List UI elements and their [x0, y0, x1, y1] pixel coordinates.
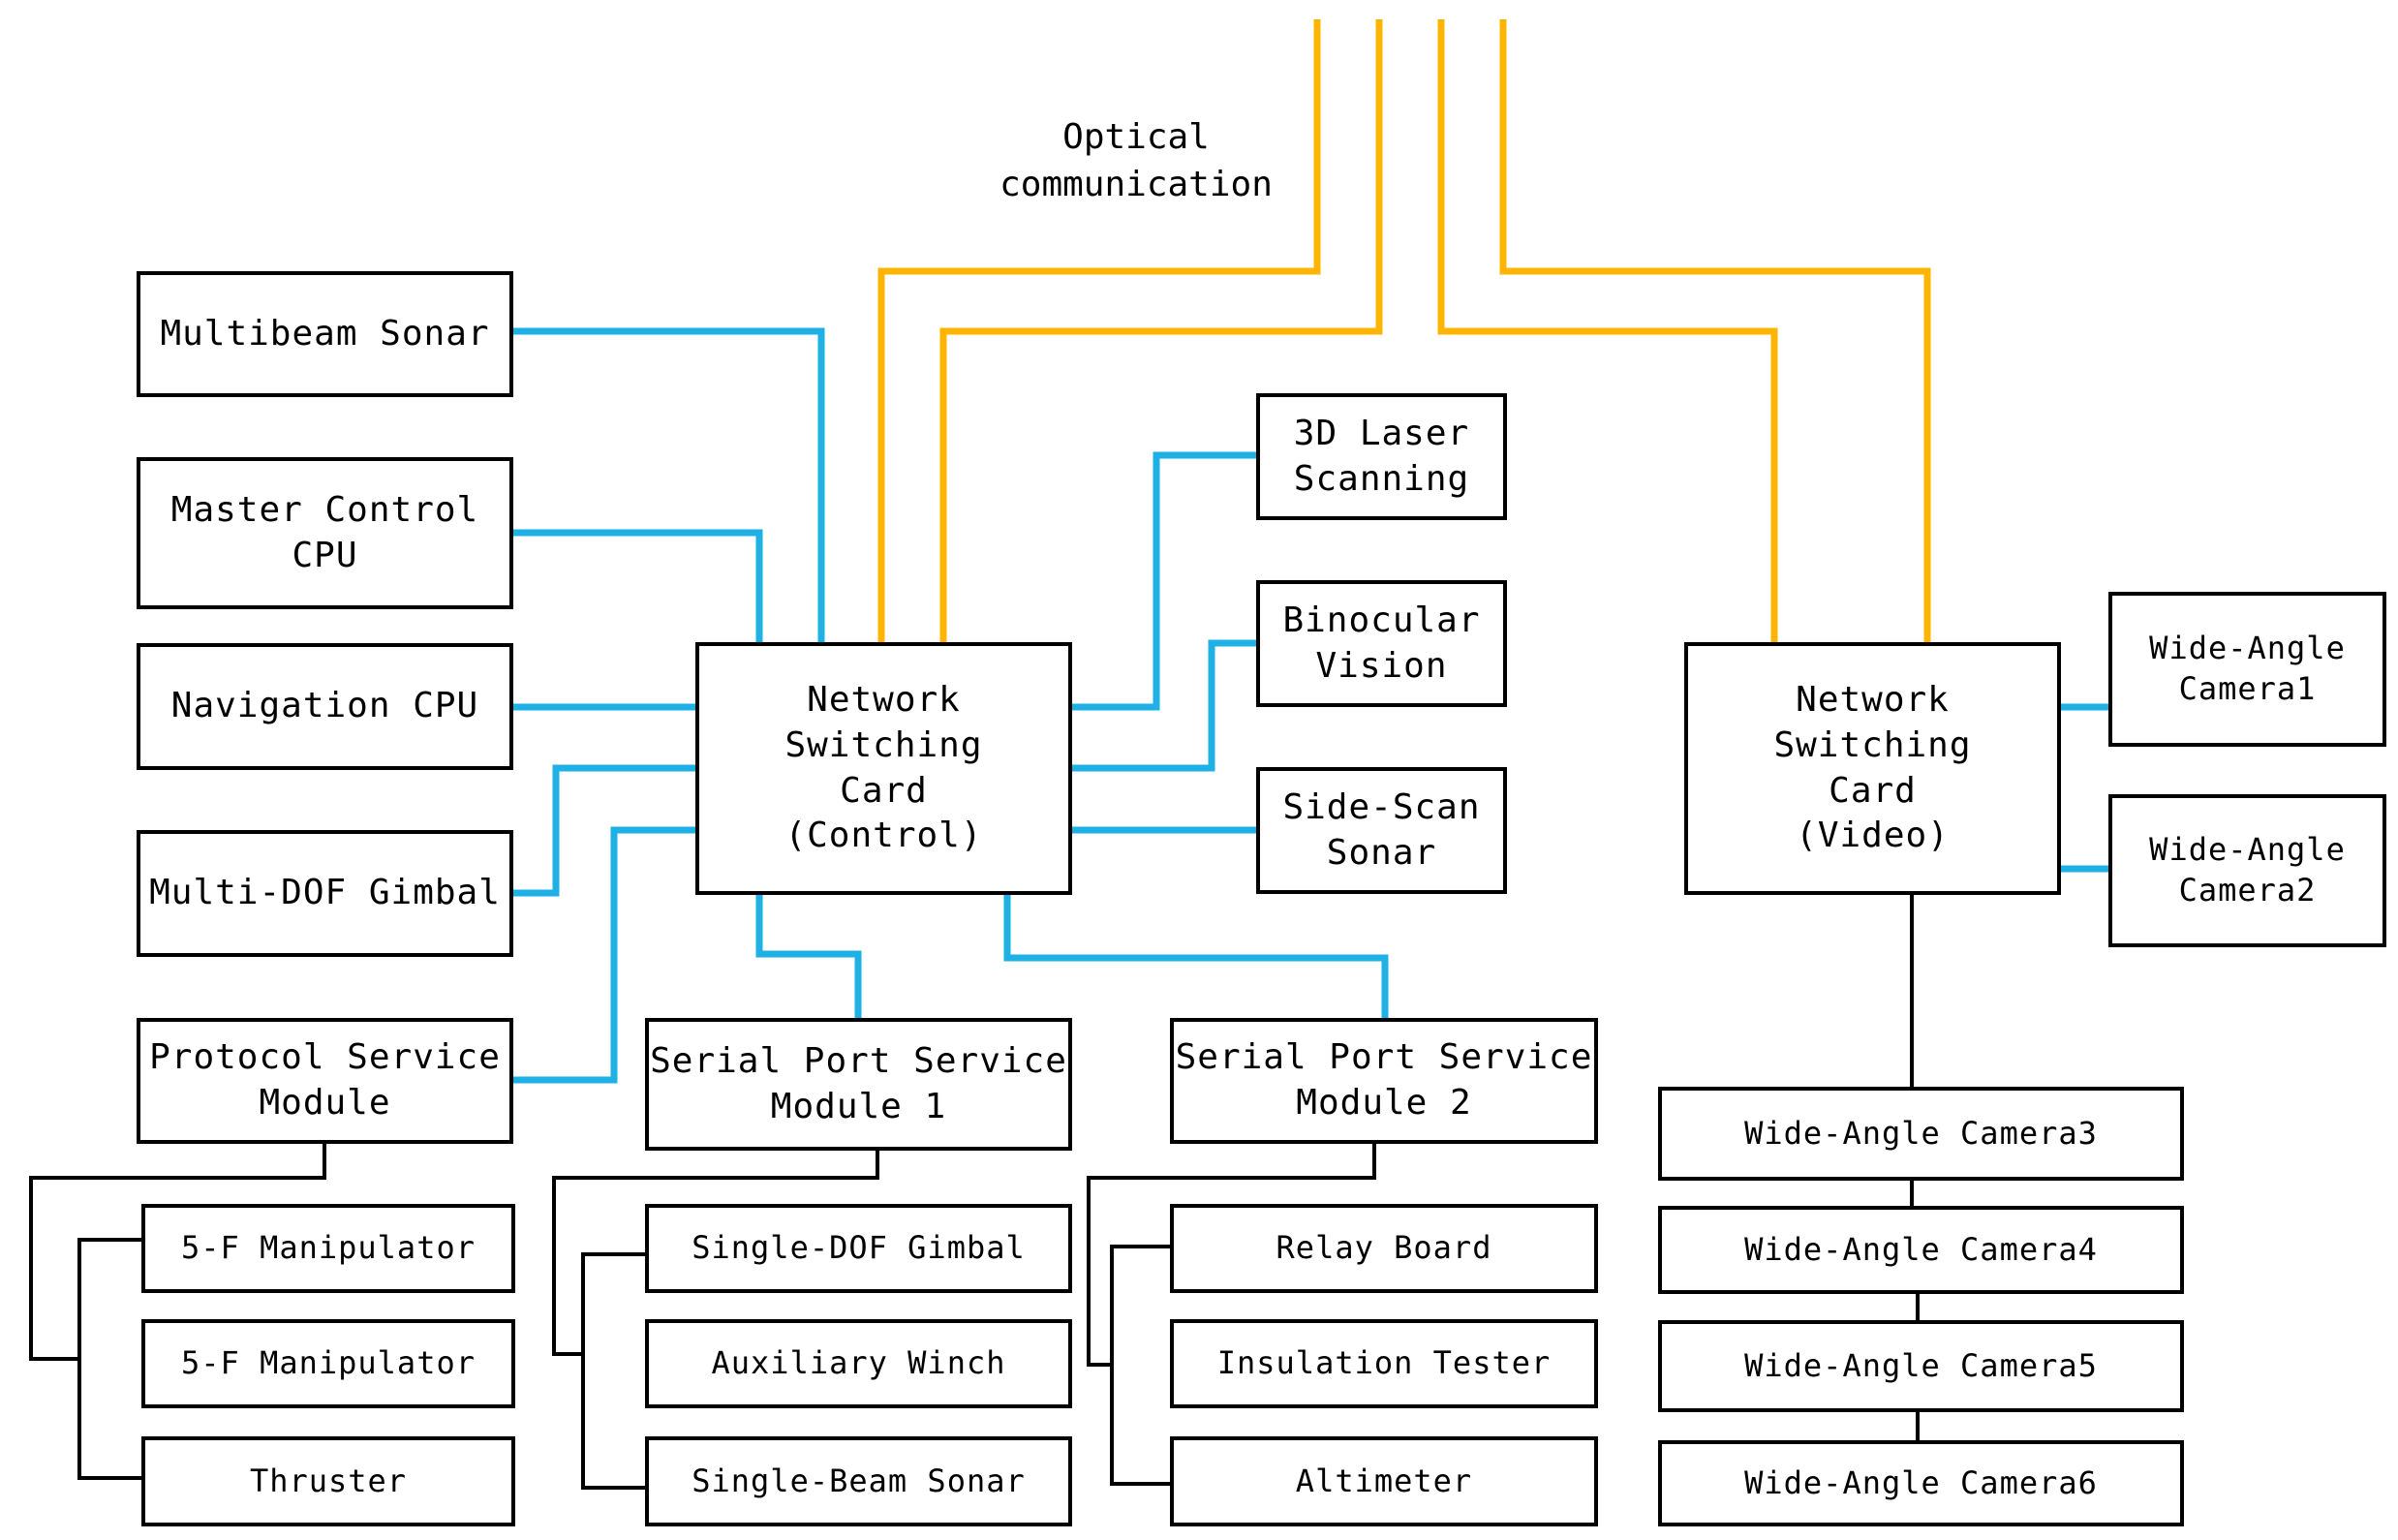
master-control-cpu-box[interactable]: Master Control CPU — [137, 457, 513, 609]
link-multi-dof-gimbal — [511, 764, 695, 897]
camera3-box[interactable]: Wide-Angle Camera3 — [1658, 1087, 2184, 1181]
relay-board-box[interactable]: Relay Board — [1170, 1204, 1598, 1293]
network-switch-control-label: Network Switching Card (Control) — [784, 679, 983, 856]
navigation-cpu-box[interactable]: Navigation CPU — [137, 643, 513, 770]
bus-serial-module-1-sonar — [581, 1354, 647, 1490]
altimeter-label: Altimeter — [1295, 1462, 1473, 1499]
bus-protocol-module — [29, 1142, 326, 1361]
link-serial-module-1 — [755, 893, 862, 1018]
multibeam-sonar-label: Multibeam Sonar — [160, 313, 490, 354]
camera4-box[interactable]: Wide-Angle Camera4 — [1658, 1206, 2184, 1294]
optical-link-video-a — [1437, 19, 1778, 642]
network-switch-video-box[interactable]: Network Switching Card (Video) — [1684, 642, 2061, 895]
camera3-label: Wide-Angle Camera3 — [1744, 1114, 2098, 1152]
thruster-box[interactable]: Thruster — [141, 1436, 515, 1526]
network-switch-video-label: Network Switching Card (Video) — [1773, 679, 1972, 856]
binocular-vision-label: Binocular Vision — [1282, 600, 1481, 686]
protocol-service-module-box[interactable]: Protocol Service Module — [137, 1018, 513, 1144]
single-dof-gimbal-label: Single-DOF Gimbal — [692, 1229, 1026, 1267]
auxiliary-winch-label: Auxiliary Winch — [711, 1344, 1006, 1382]
serial-module-1-box[interactable]: Serial Port Service Module 1 — [645, 1018, 1072, 1151]
laser-scanning-label: 3D Laser Scanning — [1293, 413, 1470, 499]
relay-board-label: Relay Board — [1276, 1229, 1492, 1267]
serial-module-2-label: Serial Port Service Module 2 — [1175, 1037, 1593, 1123]
network-switch-control-box[interactable]: Network Switching Card (Control) — [695, 642, 1072, 895]
camera4-label: Wide-Angle Camera4 — [1744, 1230, 2098, 1268]
insulation-tester-box[interactable]: Insulation Tester — [1170, 1319, 1598, 1408]
bus-serial-module-2 — [1087, 1142, 1376, 1367]
serial-module-2-box[interactable]: Serial Port Service Module 2 — [1170, 1018, 1598, 1144]
manipulator-a-box[interactable]: 5-F Manipulator — [141, 1204, 515, 1293]
optical-link-control-a — [877, 19, 1321, 642]
laser-scanning-box[interactable]: 3D Laser Scanning — [1256, 393, 1507, 520]
optical-communication-caption: Optical communication — [999, 117, 1273, 204]
camera2-box[interactable]: Wide-Angle Camera2 — [2108, 794, 2386, 947]
side-scan-sonar-label: Side-Scan Sonar — [1282, 786, 1481, 873]
optical-link-control-b — [939, 19, 1383, 642]
serial-module-1-label: Serial Port Service Module 1 — [650, 1040, 1067, 1126]
camera1-box[interactable]: Wide-Angle Camera1 — [2108, 592, 2386, 747]
altimeter-box[interactable]: Altimeter — [1170, 1436, 1598, 1526]
master-control-cpu-label: Master Control CPU — [170, 489, 479, 575]
link-binocular-vision — [1070, 639, 1256, 772]
single-beam-sonar-label: Single-Beam Sonar — [692, 1462, 1026, 1499]
optical-link-video-b — [1499, 19, 1931, 642]
camera5-box[interactable]: Wide-Angle Camera5 — [1658, 1320, 2184, 1412]
side-scan-sonar-box[interactable]: Side-Scan Sonar — [1256, 767, 1507, 894]
single-beam-sonar-box[interactable]: Single-Beam Sonar — [645, 1436, 1072, 1526]
auxiliary-winch-box[interactable]: Auxiliary Winch — [645, 1319, 1072, 1408]
thruster-label: Thruster — [249, 1462, 408, 1499]
camera6-label: Wide-Angle Camera6 — [1744, 1463, 2098, 1501]
camera6-box[interactable]: Wide-Angle Camera6 — [1658, 1440, 2184, 1526]
camera1-label: Wide-Angle Camera1 — [2149, 630, 2346, 707]
multibeam-sonar-box[interactable]: Multibeam Sonar — [137, 271, 513, 397]
link-protocol-service — [511, 826, 695, 1084]
single-dof-gimbal-box[interactable]: Single-DOF Gimbal — [645, 1204, 1072, 1293]
link-multibeam-sonar — [511, 327, 825, 642]
manipulator-b-box[interactable]: 5-F Manipulator — [141, 1319, 515, 1408]
insulation-tester-label: Insulation Tester — [1216, 1344, 1552, 1382]
manipulator-b-label: 5-F Manipulator — [181, 1344, 476, 1382]
protocol-service-module-label: Protocol Service Module — [149, 1037, 501, 1123]
bus-serial-module-2-altimeter — [1110, 1365, 1174, 1486]
camera5-label: Wide-Angle Camera5 — [1744, 1346, 2098, 1384]
link-serial-module-2 — [1003, 893, 1389, 1018]
binocular-vision-box[interactable]: Binocular Vision — [1256, 580, 1507, 707]
multi-dof-gimbal-box[interactable]: Multi-DOF Gimbal — [137, 830, 513, 957]
bus-protocol-thruster — [77, 1359, 143, 1480]
multi-dof-gimbal-label: Multi-DOF Gimbal — [149, 873, 501, 913]
navigation-cpu-label: Navigation CPU — [170, 686, 479, 726]
link-laser-scanning — [1070, 451, 1256, 711]
link-master-control-cpu — [511, 529, 763, 642]
manipulator-a-label: 5-F Manipulator — [181, 1229, 476, 1267]
bus-serial-module-1 — [552, 1149, 879, 1356]
camera2-label: Wide-Angle Camera2 — [2149, 831, 2346, 909]
